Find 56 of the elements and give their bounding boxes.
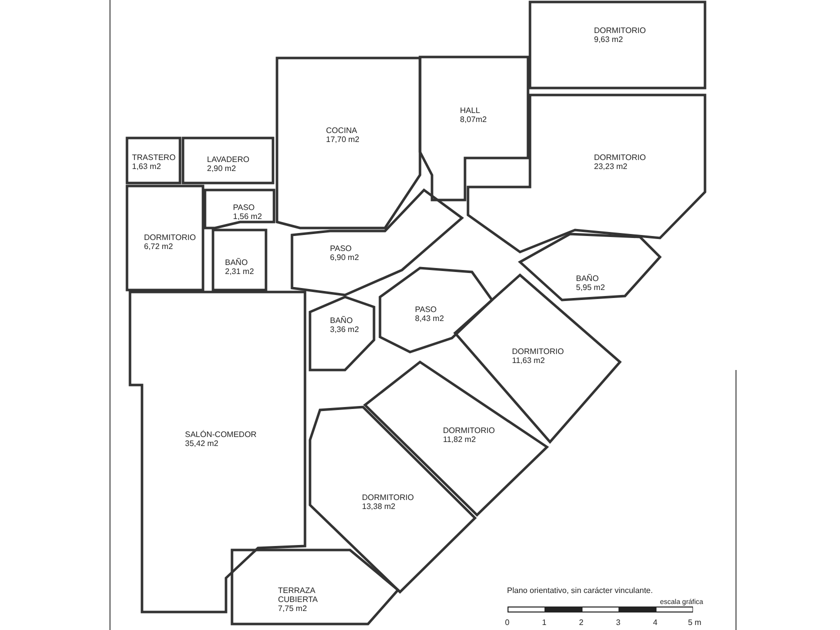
room-name: TRASTERO [132,153,176,162]
room-area: 2,31 m2 [225,267,254,276]
room-name: BAÑO [330,316,354,325]
room-outline [310,297,374,370]
scale-tick-label: 5 m [688,618,702,627]
scale-tick-label: 1 [542,618,546,627]
room-name: DORMITORIO [594,153,646,162]
room-name: PASO [330,244,353,253]
room-name: DORMITORIO [512,347,564,356]
room-area: 11,63 m2 [512,356,564,365]
scale-tick-label: 4 [653,618,658,627]
room-name: SALÓN-COMEDOR [185,430,257,439]
room-name: HALL [460,106,482,115]
room-area: 6,90 m2 [330,253,359,262]
room-area: 8,43 m2 [415,314,444,323]
room-name: TERRAZA CUBIERTA [278,586,319,604]
room-outline [232,550,398,624]
room-outline [520,234,660,300]
room-area: 6,72 m2 [144,242,196,251]
room-area: 7,75 m2 [278,604,320,613]
room-name: DORMITORIO [362,493,414,502]
room-name: BAÑO [576,274,600,283]
room-name: LAVADERO [207,155,250,164]
room-name: DORMITORIO [443,426,495,435]
room-area: 17,70 m2 [326,135,360,144]
room-area: 1,63 m2 [132,162,176,171]
room-name: BAÑO [225,258,249,267]
room-outline [183,138,273,183]
room-outline [127,186,203,290]
room-outline [380,268,492,352]
scale-tick-label: 3 [616,618,620,627]
room-name: PASO [415,305,438,314]
room-area: 23,23 m2 [594,162,646,171]
room-outline [277,58,420,228]
room-outline [530,2,705,88]
room-outline [292,190,462,295]
room-outline [205,190,274,228]
room-outline [420,57,528,200]
note-text: Plano orientativo, sin carácter vinculante. [507,586,653,595]
room-outline [213,230,266,290]
room-area: 1,56 m2 [233,212,262,221]
room-outline [127,138,180,183]
scale-tick-label: 2 [579,618,584,627]
room-name: DORMITORIO [144,233,196,242]
room-name: PASO [233,203,256,212]
room-area: 11,82 m2 [443,435,495,444]
room-name: DORMITORIO [594,26,646,35]
room-area: 13,38 m2 [362,502,414,511]
room-area: 3,36 m2 [330,325,359,334]
room-area: 5,95 m2 [576,283,605,292]
room-area: 35,42 m2 [185,439,257,448]
scale-tick-label: 0 [505,618,510,627]
room-area: 9,63 m2 [594,35,646,44]
room-name: COCINA [326,126,358,135]
room-area: 8,07m2 [460,115,487,124]
room-area: 2,90 m2 [207,164,250,173]
